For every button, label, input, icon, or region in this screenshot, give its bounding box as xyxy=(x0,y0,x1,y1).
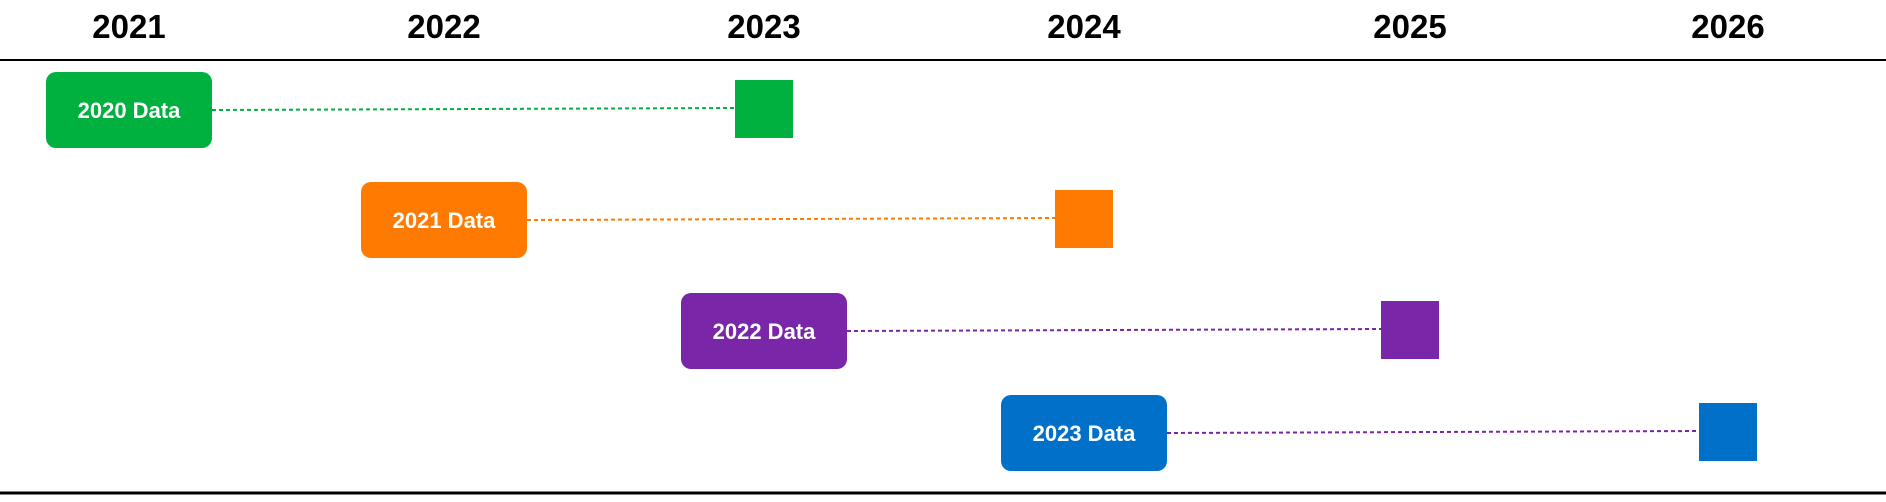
timeline-row: 2021 Data xyxy=(361,182,1113,258)
row-connector-line xyxy=(1166,430,1700,434)
row-end-marker xyxy=(1055,190,1113,248)
year-label-2022: 2022 xyxy=(407,8,480,45)
row-label-box xyxy=(361,182,527,258)
year-label-2025: 2025 xyxy=(1373,8,1446,45)
row-label: 2022 Data xyxy=(713,319,817,344)
year-label-2024: 2024 xyxy=(1047,8,1121,45)
row-connector-line xyxy=(846,328,1382,332)
row-label-box xyxy=(1001,395,1167,471)
timeline-row: 2022 Data xyxy=(681,293,1439,369)
row-label-box xyxy=(681,293,847,369)
row-end-marker xyxy=(1381,301,1439,359)
row-connector-line xyxy=(211,107,736,111)
row-label-box xyxy=(46,72,212,148)
year-label-2021: 2021 xyxy=(92,8,165,45)
row-end-marker xyxy=(1699,403,1757,461)
year-axis: 2021 2022 2023 2024 2025 2026 xyxy=(92,8,1764,45)
year-label-2023: 2023 xyxy=(727,8,800,45)
timeline-rows: 2020 Data 2021 Data 2022 Data 2023 Data xyxy=(46,72,1757,471)
row-end-marker xyxy=(735,80,793,138)
year-label-2026: 2026 xyxy=(1691,8,1764,45)
row-label: 2020 Data xyxy=(78,98,182,123)
timeline-row: 2020 Data xyxy=(46,72,793,148)
row-connector-line xyxy=(526,217,1056,221)
row-label: 2023 Data xyxy=(1033,421,1137,446)
timeline-row: 2023 Data xyxy=(1001,395,1757,471)
row-label: 2021 Data xyxy=(393,208,497,233)
